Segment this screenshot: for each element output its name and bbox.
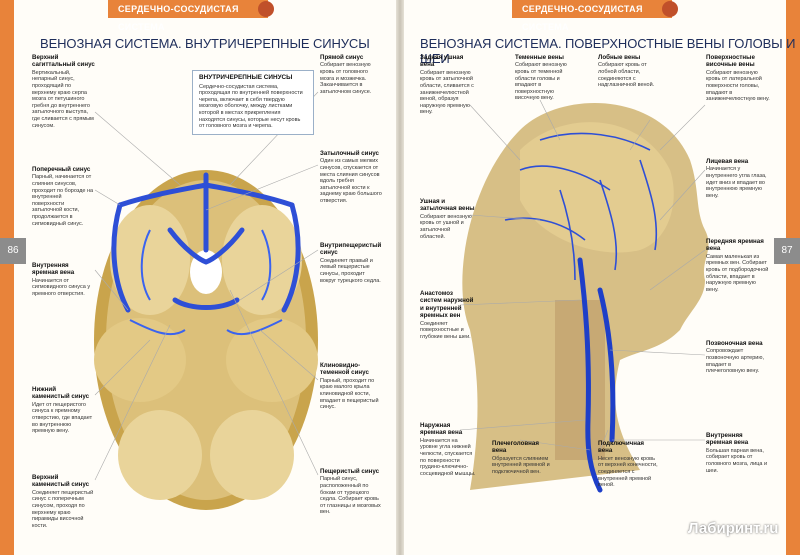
intracranial-sinuses-box: ВНУТРИЧЕРЕПНЫЕ СИНУСЫ Сердечно-сосудиста… — [192, 70, 314, 135]
page-gutter — [396, 0, 404, 555]
heart-logo-icon — [662, 1, 678, 17]
heart-logo-icon — [258, 1, 274, 17]
page-number-right: 87 — [774, 238, 800, 264]
left-section-header: СЕРДЕЧНО-СОСУДИСТАЯ СИСТЕМА — [108, 0, 268, 32]
page-number-left: 86 — [0, 238, 26, 264]
box-title: ВНУТРИЧЕРЕПНЫЕ СИНУСЫ — [199, 74, 293, 81]
left-page-edge — [0, 0, 14, 555]
store-watermark: Лабиринт.ru — [688, 520, 779, 537]
label-jugular-anastomosis: Анастомоз систем наружной и внутренней я… — [420, 290, 474, 340]
left-page-title: ВЕНОЗНАЯ СИСТЕМА. ВНУТРИЧЕРЕПНЫЕ СИНУСЫ — [40, 36, 370, 51]
right-page-edge — [786, 0, 800, 555]
box-text: Сердечно-сосудистая система, проходящая … — [199, 83, 303, 130]
right-section-header: СЕРДЕЧНО-СОСУДИСТАЯ СИСТЕМА — [512, 0, 672, 32]
right-page-title: ВЕНОЗНАЯ СИСТЕМА. ПОВЕРХНОСТНЫЕ ВЕНЫ ГОЛ… — [420, 36, 796, 66]
